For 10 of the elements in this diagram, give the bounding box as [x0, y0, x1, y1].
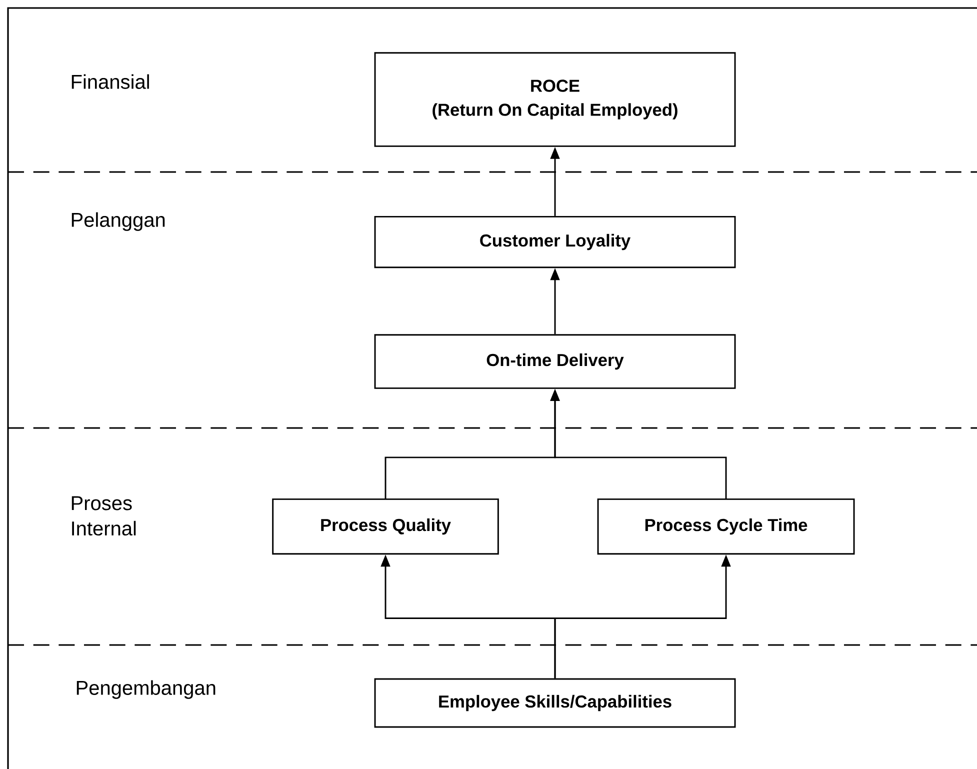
- row-label: Pengembangan: [76, 680, 216, 699]
- row-label: Pelanggan: [72, 212, 165, 231]
- process-box: On-time Delivery: [374, 334, 736, 389]
- process-box: Customer Loyality: [374, 216, 736, 268]
- process-box: Process Cycle Time: [597, 498, 855, 555]
- process-box: Process Quality: [272, 498, 499, 555]
- row-label: Finansial: [72, 74, 149, 89]
- row-label: Proses Internal: [72, 496, 136, 536]
- process-box: ROCE (Return On Capital Employed): [374, 52, 736, 147]
- process-box: Employee Skills/Capabilities: [374, 678, 736, 728]
